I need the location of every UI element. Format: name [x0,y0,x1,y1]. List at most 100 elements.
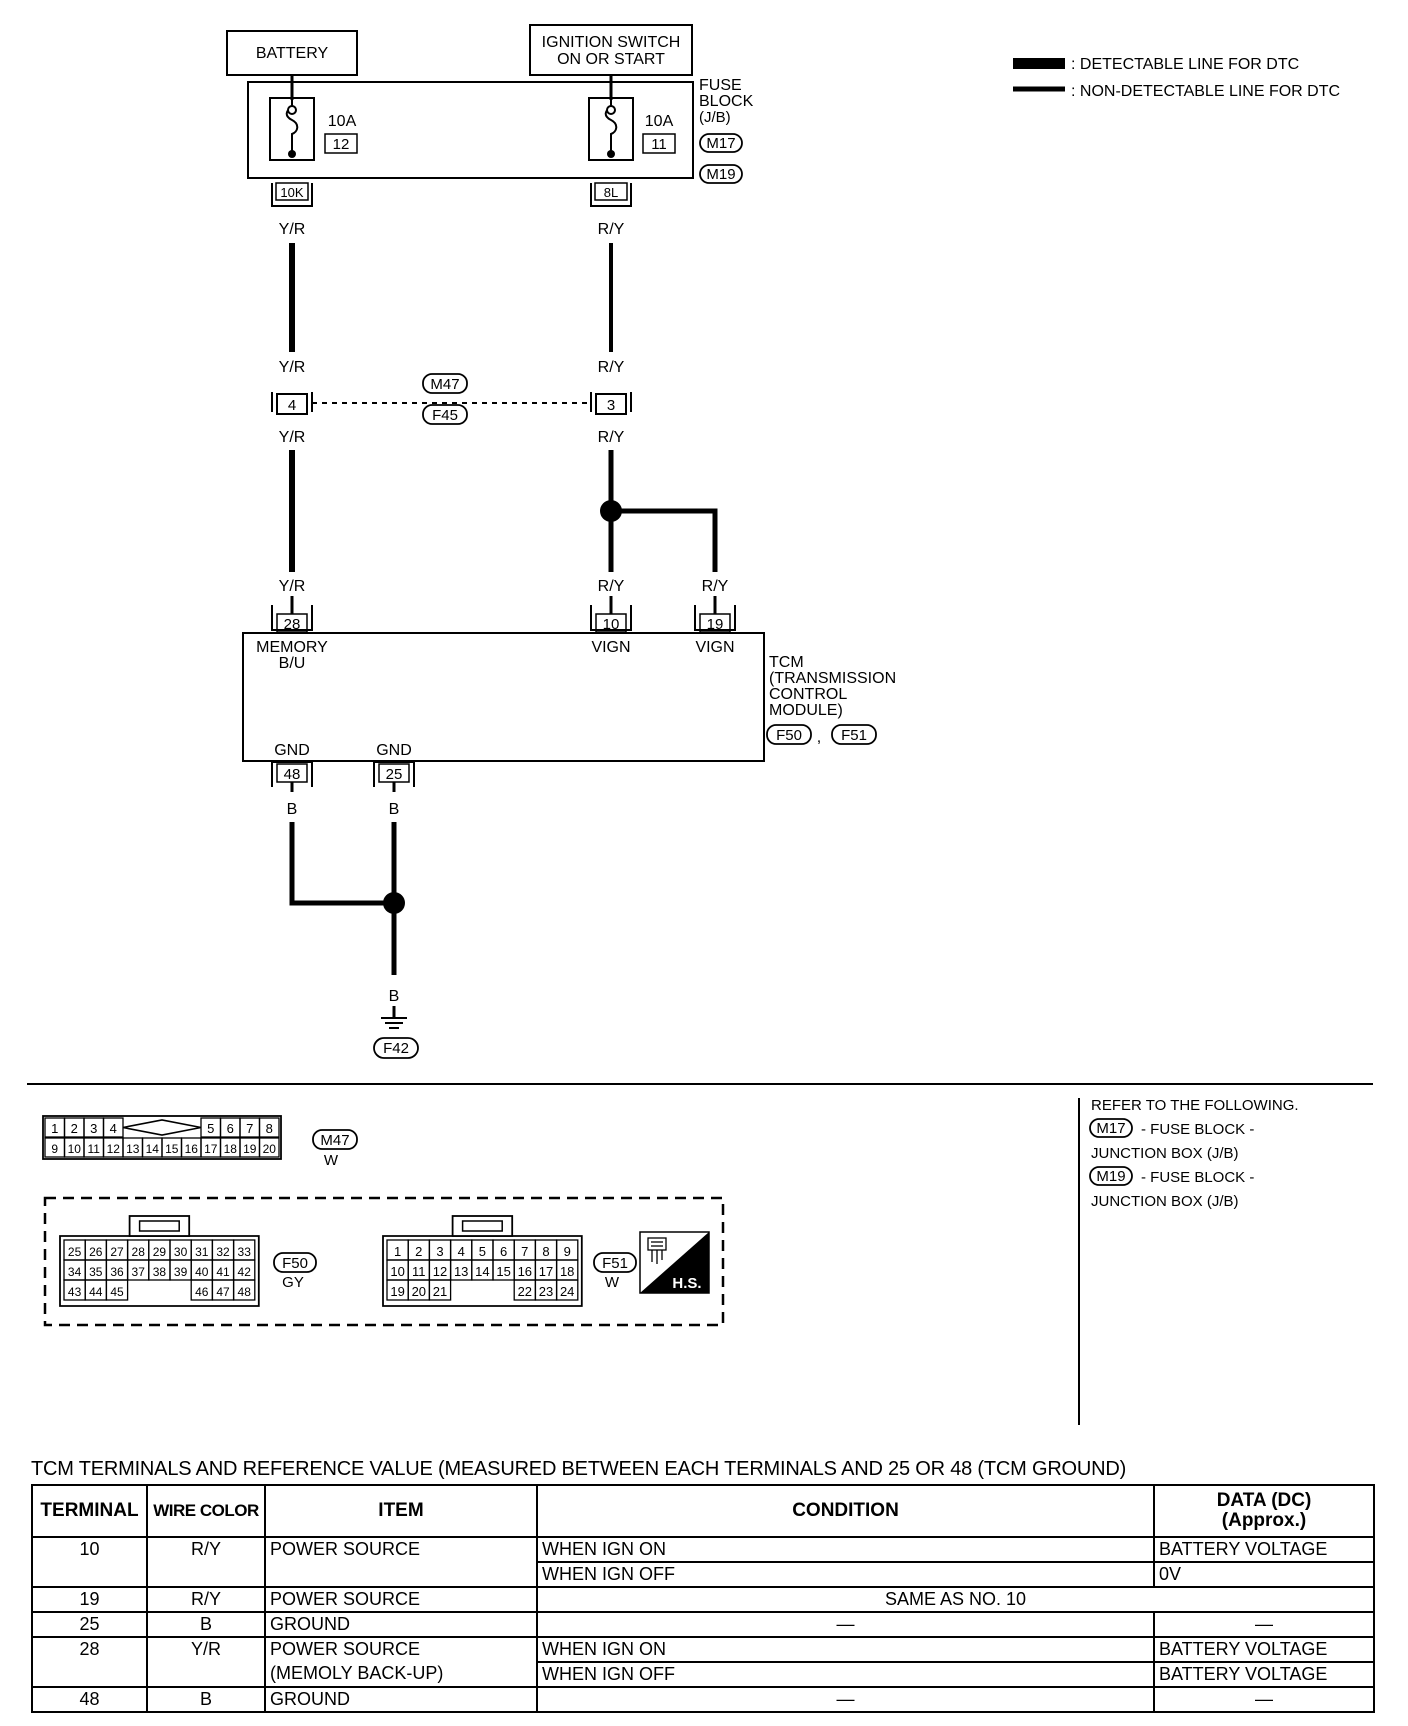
pin-number: 1 [394,1244,401,1259]
wire-b-48: B [287,801,298,818]
f50-view-color: GY [282,1274,304,1291]
junction-m47-oval [422,373,468,394]
refer-m17-oval [1089,1118,1133,1138]
wire-b-ground: B [389,988,400,1005]
cell-cond-25: — [536,1611,1155,1638]
pin-number: 38 [153,1265,167,1279]
fuse-block-connector-m17-oval [699,133,743,153]
m47-view-color: W [324,1152,339,1169]
table-header-row: TERMINAL WIRE COLOR ITEM CONDITION DATA … [31,1484,1375,1538]
pin-number: 21 [433,1284,447,1299]
connector-group-frame [43,1196,725,1327]
cell-item-19: POWER SOURCE [264,1586,538,1613]
pin-cell [105,1279,129,1301]
pin-number: 9 [564,1244,571,1259]
cell-data-25: — [1153,1611,1375,1638]
table-row: (MEMOLY BACK-UP) WHEN IGN OFF BATTERY VO… [31,1661,1375,1688]
pin-number: 32 [216,1245,230,1259]
f50-view-label: F50 [282,1255,308,1272]
legend-non-detectable: : NON-DETECTABLE LINE FOR DTC [1071,83,1340,100]
cell-data-28-off: BATTERY VOLTAGE [1153,1661,1375,1688]
fuse-right-top-dot [606,105,616,115]
connector-latch [451,1215,514,1237]
header-data-line2: (Approx.) [1221,1510,1307,1531]
refer-m19-label: M19 [1096,1168,1125,1185]
pin-number: 48 [238,1285,252,1299]
fuse-block-connector-m17: M17 [706,135,735,152]
m47-key [122,1119,202,1136]
refer-m17-label: M17 [1096,1120,1125,1137]
splice-ground [383,892,405,914]
cell-terminal-25: 25 [31,1611,148,1638]
fuse-left-top-dot [287,105,297,115]
fuse-left-number: 12 [333,136,350,153]
header-wire-color: WIRE COLOR [146,1484,266,1538]
fuse-block-label-1: FUSE [699,77,742,94]
pin-number: 10 [390,1264,404,1279]
cell-terminal-48: 48 [31,1686,148,1713]
header-data-line1: DATA (DC) [1216,1490,1312,1511]
pin-number: 2 [415,1244,422,1259]
table-row: 48 B GROUND — — [31,1686,1375,1713]
pin-number: 27 [110,1245,124,1259]
header-condition: CONDITION [536,1484,1155,1538]
cell-cond-10-off: WHEN IGN OFF [536,1561,1155,1588]
tcm-terminal-28-label: 28 [284,616,301,633]
tcm-connector-f50-oval [766,724,812,745]
tcm-pin-gnd-48: GND [274,742,310,759]
pin-number: 35 [89,1265,103,1279]
tcm-connector-comma: , [817,729,821,746]
fuse-left-box [269,97,315,161]
pin-number: 15 [496,1264,510,1279]
cell-data-28-on: BATTERY VOLTAGE [1153,1636,1375,1663]
cell-item-48: GROUND [264,1686,538,1713]
cell-wire-28: Y/R [146,1636,266,1662]
pin-number: 1 [51,1121,58,1136]
header-item: ITEM [264,1484,538,1538]
tcm-box [242,632,765,762]
pin-cell [258,1117,280,1138]
legend-detectable: : DETECTABLE LINE FOR DTC [1071,56,1299,73]
cell-cond-19: SAME AS NO. 10 [536,1586,1375,1613]
cell-terminal-28: 28 [31,1636,148,1662]
tcm-connector-f50: F50 [776,727,802,744]
tcm-pin-memory: MEMORY [256,639,328,656]
cell-cond-28-on: WHEN IGN ON [536,1636,1155,1663]
junction-connector-4: 4 [271,392,313,415]
pin-number: 25 [68,1245,82,1259]
pin-number: 45 [110,1285,124,1299]
pin-number: 11 [88,1142,101,1156]
f51-view-color: W [605,1274,620,1291]
header-data: DATA (DC)(Approx.) [1153,1484,1375,1538]
pin-number: 11 [412,1264,426,1279]
connector-latch-inner [138,1220,180,1232]
pin-number: 16 [518,1264,532,1279]
wire-ry-branch [611,508,718,572]
cell-empty [31,1562,148,1588]
f51-view-label: F51 [602,1255,628,1272]
pin-number: 40 [195,1265,209,1279]
tcm-terminal-25: 25 [373,761,415,787]
fuse-left-number-box [324,133,358,154]
connector-latch-inner [461,1220,503,1232]
pin-number: 23 [539,1284,553,1299]
refer-m17-text2: JUNCTION BOX (J/B) [1091,1145,1239,1162]
hs-label: H.S. [672,1275,701,1292]
fuse-right-rating: 10A [645,113,674,130]
pin-number: 8 [542,1244,549,1259]
tcm-pin-vign-19: VIGN [695,639,734,656]
fuse-left-rating: 10A [328,113,357,130]
cell-terminal-10: 10 [31,1536,148,1562]
fuse-right-number-box [642,133,676,154]
cell-item-10: POWER SOURCE [264,1536,538,1562]
hs-badge: H.S. [639,1231,710,1294]
pin-number: 3 [436,1244,443,1259]
pin-number: 33 [238,1245,252,1259]
pin-number: 4 [458,1244,465,1259]
wire-yr-4: Y/R [279,578,306,595]
cell-data-10-off: 0V [1153,1561,1375,1588]
wire-ry-3: R/Y [598,429,625,446]
pin-cell [232,1279,256,1301]
